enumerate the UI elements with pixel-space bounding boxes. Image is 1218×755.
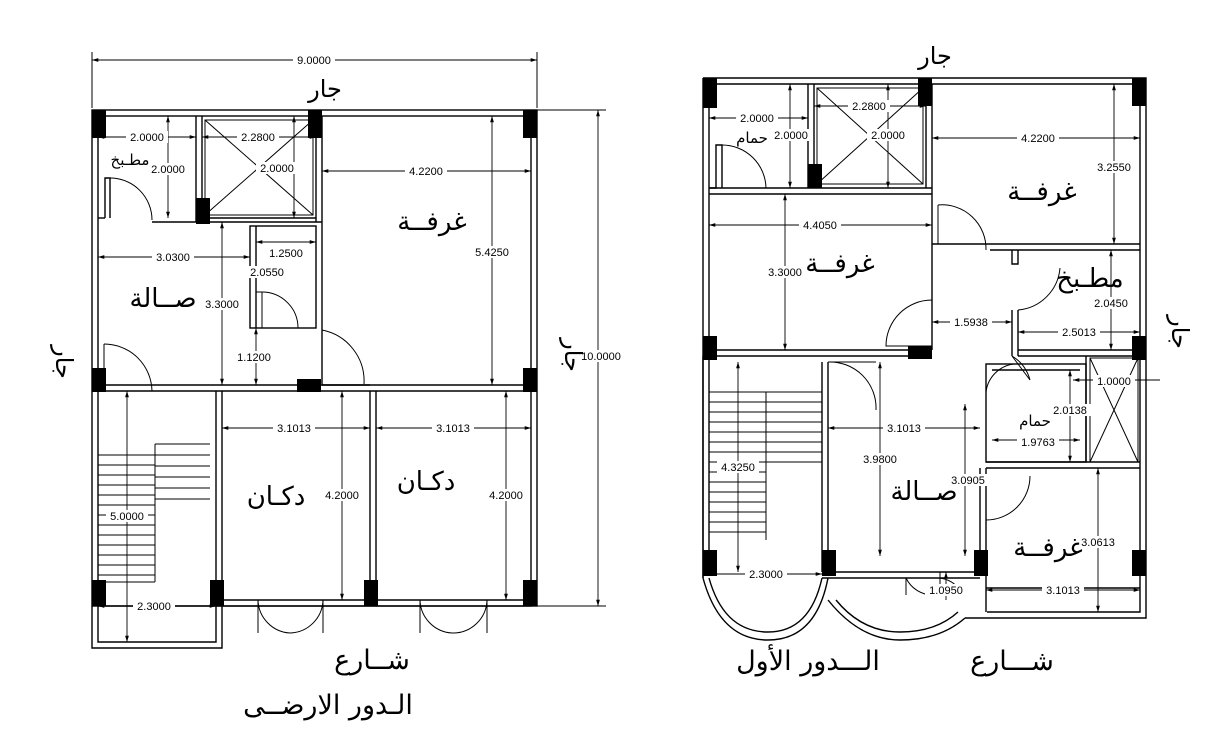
first-label-neighbor-right: جار [1166, 314, 1194, 349]
dim1-kitchen-height: 2.0450 [1094, 298, 1128, 310]
first-label-bedroom1: غرفــة [1007, 177, 1077, 207]
dim1-bed3-width: 3.1013 [1046, 585, 1080, 597]
first-balcony-right [827, 599, 966, 641]
dim-shop2-height: 4.2000 [489, 490, 523, 502]
ground-inner-wall [97, 115, 532, 607]
ground-dimension-labels: 9.0000 10.0000 2.0000 2.0000 2.2800 2.00… [106, 54, 624, 613]
first-label-neighbor-top: جار [917, 42, 952, 70]
first-label-kitchen: مطـبخ [1056, 264, 1124, 294]
first-balcony-left [702, 577, 829, 641]
dim-total-depth: 10.0000 [581, 351, 621, 363]
dim-kitchen-height: 2.0000 [151, 164, 185, 176]
ground-label-shop1: دكـان [247, 482, 306, 512]
dim1-bed1-width: 4.2200 [1021, 133, 1055, 145]
first-label-street: شـــارع [970, 646, 1054, 677]
ground-label-hall: صــالة [129, 284, 196, 314]
ground-label-neighbor-top: جار [307, 75, 342, 103]
ground-label-neighbor-right: جار [559, 337, 587, 372]
ground-label-kitchen: مطـبخ [111, 151, 150, 169]
dim-shaft-width: 2.2800 [241, 132, 275, 144]
dim1-bed2-width: 4.4050 [803, 220, 837, 232]
first-label-wc-top: حمام [736, 129, 768, 147]
dim1-shaft-height: 2.0000 [871, 130, 905, 142]
dim-stair-height: 5.0000 [110, 511, 144, 523]
dim-stair-width: 2.3000 [137, 601, 171, 613]
dim1-kitchen-width: 2.5013 [1062, 327, 1096, 339]
first-floor-plan: 2.0000 2.0000 2.2800 2.0000 4.2200 3.255… [702, 42, 1194, 677]
first-label-hall: صــالة [890, 477, 957, 507]
dim1-hall-height2: 3.0905 [951, 475, 985, 487]
ground-label-street: شــارع [334, 645, 410, 676]
first-label-bedroom3: غرفــة [1013, 533, 1083, 563]
ground-floor-plan: 9.0000 10.0000 2.0000 2.0000 2.2800 2.00… [50, 52, 624, 721]
dim-shaft-height: 2.0000 [260, 163, 294, 175]
dim1-shaft-width: 2.2800 [852, 101, 886, 113]
dim1-wc2-height: 2.0138 [1053, 405, 1087, 417]
dim-hall-height: 3.3000 [205, 299, 239, 311]
dim-wc-width: 1.2500 [269, 248, 303, 260]
ground-stair-protrusion-inner [97, 606, 217, 643]
dim1-wc2-width: 1.9763 [1021, 437, 1055, 449]
dim1-corridor: 1.5938 [954, 317, 988, 329]
dim-bedroom-width: 4.2200 [409, 166, 443, 178]
first-dimension-labels: 2.0000 2.0000 2.2800 2.0000 4.2200 3.255… [717, 100, 1135, 597]
ground-floor-title: الـدور الارضــى [243, 690, 413, 721]
dim1-bed1-height: 3.2550 [1097, 162, 1131, 174]
dim-bedroom-height: 5.4250 [475, 247, 509, 259]
dim1-shaft2: 1.0000 [1097, 376, 1131, 388]
first-floor-title: الـــدور الأول [736, 643, 880, 677]
dim-wc-height: 2.0550 [250, 267, 284, 279]
dim-passage: 1.1200 [237, 352, 271, 364]
dim1-stair-height: 4.3250 [721, 462, 755, 474]
dim-shop1-width: 3.1013 [277, 423, 311, 435]
first-columns [703, 78, 1146, 576]
first-room-labels: حمام غرفــة غرفــة مطـبخ حمام صــالة غرف… [736, 42, 1194, 677]
ground-label-neighbor-left: جار [50, 344, 78, 379]
dim1-bed3-height: 3.0613 [1081, 537, 1115, 549]
dim1-hall-height: 3.9800 [863, 454, 897, 466]
dim1-stair-width: 2.3000 [749, 569, 783, 581]
ground-outer-wall [91, 109, 538, 607]
first-label-wc2: حمام [1019, 412, 1051, 430]
first-label-bedroom2: غرفــة [805, 249, 875, 279]
ground-room-labels: مطـبخ غرفــة صــالة دكـان دكـان جار جار … [50, 75, 587, 721]
ground-label-shop2: دكـان [397, 467, 456, 497]
dim1-balcony: 1.0950 [929, 585, 963, 597]
ground-label-bedroom: غرفــة [397, 207, 467, 237]
dim1-wc-width: 2.0000 [740, 113, 774, 125]
ground-stair-protrusion [91, 606, 223, 649]
dim1-hall-width: 3.1013 [887, 423, 921, 435]
ground-columns [92, 110, 537, 606]
dim-shop2-width: 3.1013 [436, 423, 470, 435]
dim-shop1-height: 4.2000 [325, 490, 359, 502]
dim-total-width: 9.0000 [297, 55, 331, 67]
dim-hall-width: 3.0300 [156, 252, 190, 264]
dim1-bed2-height: 3.3000 [768, 267, 802, 279]
dim1-wc-height: 2.0000 [774, 130, 808, 142]
dim-kitchen-width: 2.0000 [130, 132, 164, 144]
